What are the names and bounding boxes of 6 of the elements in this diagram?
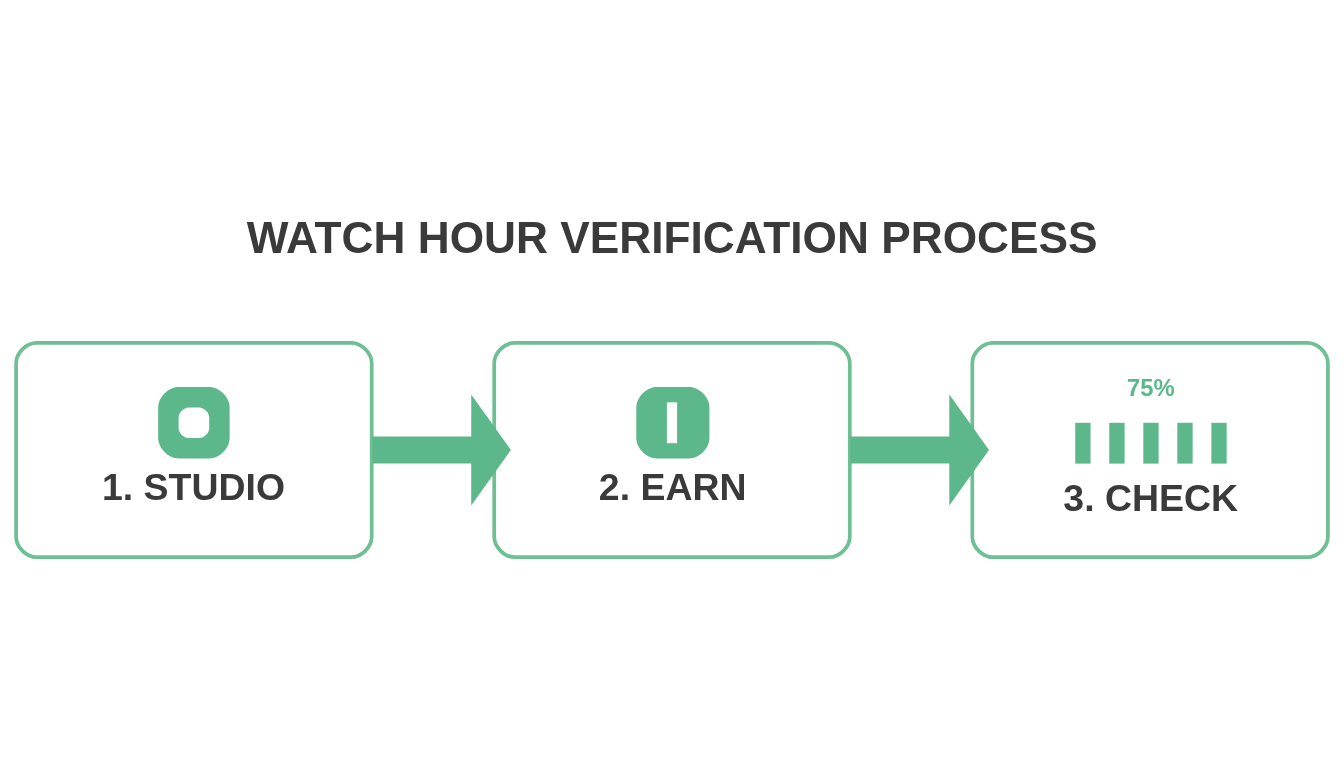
node-box: 75% 3. CHECK (970, 340, 1330, 559)
node-box: 2. EARN (492, 340, 852, 559)
arrow (372, 393, 511, 506)
diagram-title: WATCH HOUR VERIFICATION PROCESS (246, 212, 1098, 262)
node-box: 1. STUDIO (14, 340, 374, 559)
arrow (850, 393, 989, 506)
